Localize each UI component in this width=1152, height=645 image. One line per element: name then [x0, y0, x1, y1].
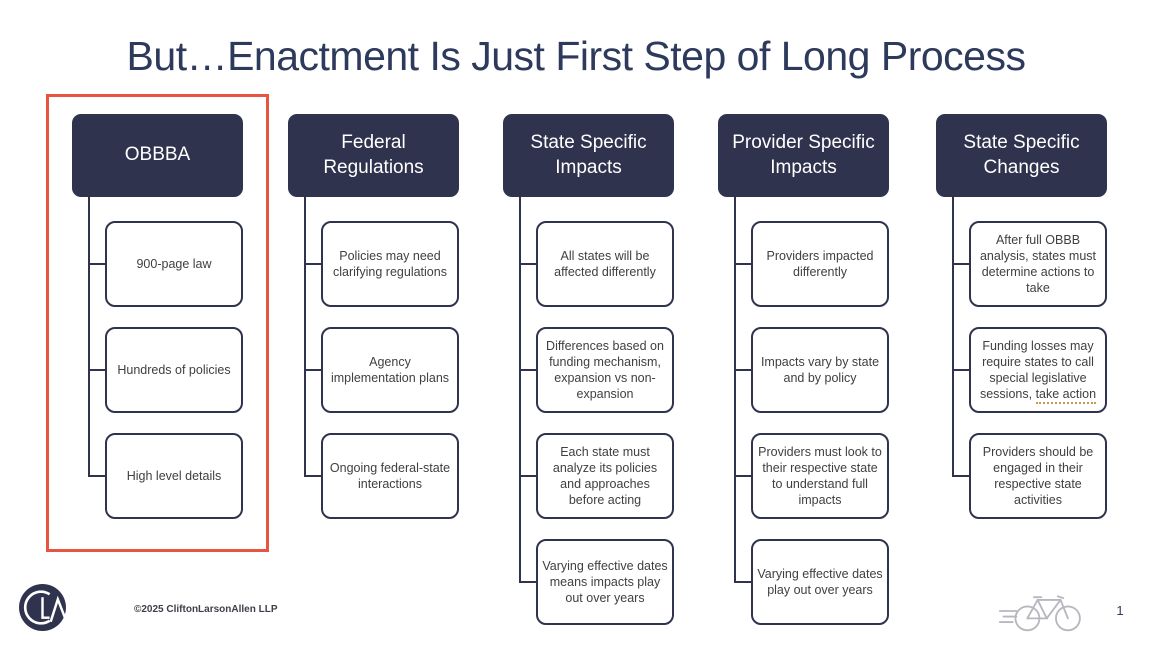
- step-text: 900-page law: [136, 256, 212, 271]
- step-text: Agency implementation plans: [330, 354, 450, 385]
- connector-line: [88, 197, 90, 476]
- column-header: State Specific Impacts: [503, 114, 674, 197]
- connector-line: [952, 197, 954, 476]
- column-children: Providers impacted differently Impacts v…: [734, 197, 889, 625]
- process-step-box: Providers must look to their respective …: [734, 433, 889, 519]
- column-children: 900-page law Hundreds of policies High l…: [88, 197, 243, 519]
- process-step-box: Varying effective dates play out over ye…: [734, 539, 889, 625]
- column-header: Provider Specific Impacts: [718, 114, 889, 197]
- process-step-box: Agency implementation plans: [304, 327, 459, 413]
- cla-logo-icon: [19, 584, 67, 631]
- process-step-box: Differences based on funding mechanism, …: [519, 327, 674, 413]
- step-text-plain: Funding losses may require states to cal…: [979, 338, 1094, 402]
- step-text: Varying effective dates play out over ye…: [757, 566, 883, 597]
- slide-title: But…Enactment Is Just First Step of Long…: [126, 33, 1026, 79]
- step-text: Hundreds of policies: [117, 362, 231, 377]
- step-text: Differences based on funding mechanism, …: [546, 338, 664, 402]
- process-step-box: Policies may need clarifying regulations: [304, 221, 459, 307]
- step-text-underlined: take action: [1035, 387, 1097, 405]
- process-step-box: 900-page law: [88, 221, 243, 307]
- connector-line: [734, 197, 736, 582]
- column-federal-regulations: Federal Regulations Policies may need cl…: [288, 114, 459, 519]
- step-text: Ongoing federal-state interactions: [329, 460, 451, 491]
- bicycle-icon: [998, 595, 1081, 632]
- column-state-specific-changes: State Specific Changes After full OBBB a…: [936, 114, 1107, 519]
- step-text: All states will be affected differently: [554, 248, 656, 279]
- column-state-specific-impacts: State Specific Impacts All states will b…: [503, 114, 674, 625]
- connector-line: [304, 197, 306, 476]
- column-obbba: OBBBA 900-page law Hundreds of policies …: [72, 114, 243, 519]
- column-header: Federal Regulations: [288, 114, 459, 197]
- step-text: Varying effective dates means impacts pl…: [542, 558, 668, 606]
- step-text: Providers impacted differently: [766, 248, 874, 279]
- step-text: Impacts vary by state and by policy: [760, 354, 880, 385]
- process-step-box: Each state must analyze its policies and…: [519, 433, 674, 519]
- process-step-box: After full OBBB analysis, states must de…: [952, 221, 1107, 307]
- step-text: Providers should be engaged in their res…: [982, 444, 1094, 508]
- column-children: All states will be affected differently …: [519, 197, 674, 625]
- step-text: High level details: [126, 468, 222, 483]
- step-text: Providers must look to their respective …: [758, 444, 882, 508]
- copyright-text: ©2025 CliftonLarsonAllen LLP: [134, 604, 278, 615]
- step-text: Funding losses may require states to cal…: [975, 338, 1101, 405]
- page-number: 1: [1116, 603, 1124, 618]
- process-step-box: All states will be affected differently: [519, 221, 674, 307]
- process-step-box: Funding losses may require states to cal…: [952, 327, 1107, 413]
- process-step-box: Providers should be engaged in their res…: [952, 433, 1107, 519]
- column-header: State Specific Changes: [936, 114, 1107, 197]
- step-text: After full OBBB analysis, states must de…: [979, 232, 1096, 296]
- connector-line: [519, 197, 521, 582]
- process-step-box: Hundreds of policies: [88, 327, 243, 413]
- process-step-box: Ongoing federal-state interactions: [304, 433, 459, 519]
- process-step-box: High level details: [88, 433, 243, 519]
- column-header: OBBBA: [72, 114, 243, 197]
- step-text: Each state must analyze its policies and…: [552, 444, 658, 508]
- column-provider-specific-impacts: Provider Specific Impacts Providers impa…: [718, 114, 889, 625]
- column-children: After full OBBB analysis, states must de…: [952, 197, 1107, 519]
- step-text: Policies may need clarifying regulations: [333, 248, 447, 279]
- process-step-box: Impacts vary by state and by policy: [734, 327, 889, 413]
- process-step-box: Providers impacted differently: [734, 221, 889, 307]
- process-step-box: Varying effective dates means impacts pl…: [519, 539, 674, 625]
- column-children: Policies may need clarifying regulations…: [304, 197, 459, 519]
